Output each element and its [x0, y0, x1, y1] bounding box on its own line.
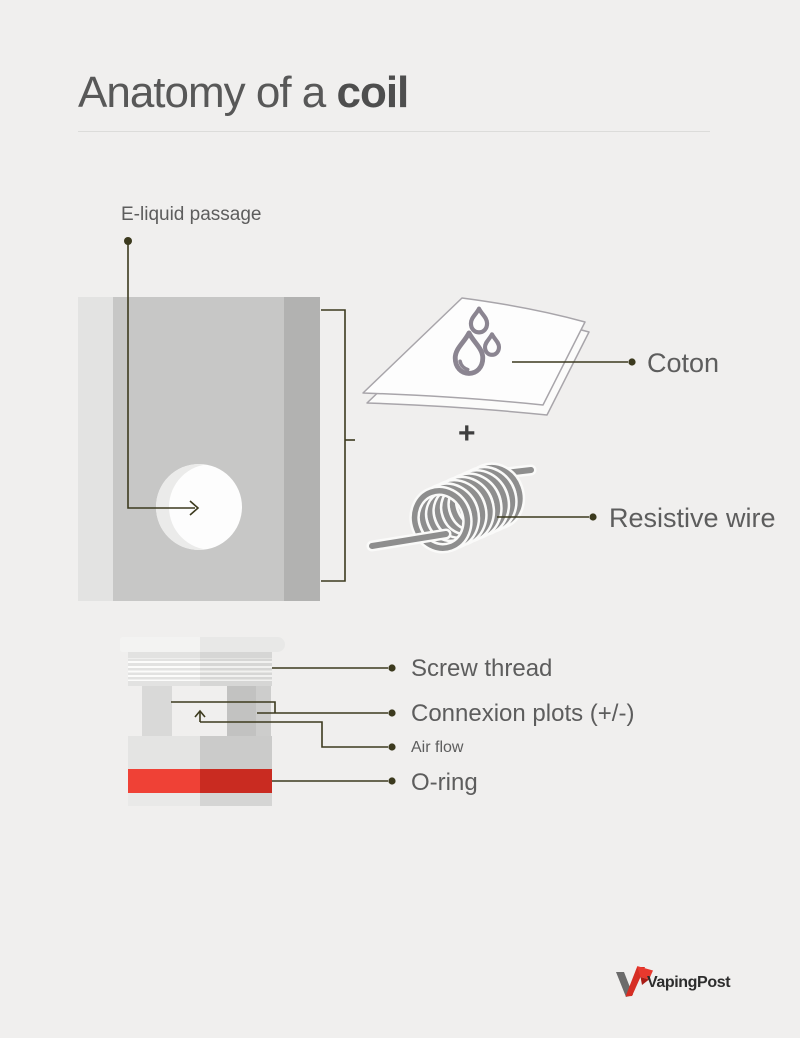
oring-label: O-ring — [411, 769, 478, 796]
page-title: Anatomy of a coil — [78, 68, 409, 118]
callout-lines — [124, 237, 636, 785]
connexion-post-right — [227, 686, 256, 736]
eliquid-dot — [124, 237, 132, 245]
eliquid-label: E-liquid passage — [121, 204, 262, 225]
coil-body-left-strip — [78, 297, 113, 601]
coil-spring-icon — [366, 460, 537, 555]
coil-body-middle — [113, 297, 284, 601]
bracket — [321, 309, 346, 582]
coton-dot — [628, 358, 636, 366]
page-title-regular: Anatomy of a — [78, 68, 337, 117]
coton-label: Coton — [647, 348, 720, 378]
screw-dot — [388, 664, 396, 672]
droplets-icon — [452, 306, 502, 376]
screw-thread-block-right — [200, 652, 272, 686]
vapingpost-logo-icon — [616, 966, 653, 997]
connexion-pointer-line-left — [171, 701, 276, 713]
screw-label: Screw thread — [411, 655, 553, 682]
coil-body-right-strip — [284, 297, 320, 601]
title-divider — [78, 131, 710, 132]
resistive-dot — [589, 513, 597, 521]
connexion-post-left — [142, 686, 172, 736]
page-title-bold: coil — [336, 68, 409, 117]
screw-thread-block-left — [128, 652, 200, 686]
airflow-dot — [388, 743, 396, 751]
brand-name: VapingPost — [647, 974, 731, 991]
resistive-label: Resistive wire — [609, 503, 776, 533]
wick-hole-circle — [156, 464, 242, 550]
base-block-left — [128, 736, 200, 806]
right-arrow-icon — [189, 500, 200, 516]
connexion-label: Connexion plots (+/-) — [411, 700, 635, 727]
oring-dot — [388, 777, 396, 785]
connexion-dot — [388, 709, 396, 717]
eliquid-pointer-line — [127, 244, 195, 509]
plus-sign: + — [458, 417, 476, 450]
connexion-post-right-edge — [256, 686, 271, 736]
base-top-cap — [120, 637, 285, 652]
cotton-sheet — [362, 297, 590, 416]
airflow-pointer-line — [200, 721, 388, 748]
base-block-right — [200, 736, 272, 806]
up-arrow-icon — [194, 709, 206, 718]
airflow-label: Air flow — [411, 739, 464, 756]
